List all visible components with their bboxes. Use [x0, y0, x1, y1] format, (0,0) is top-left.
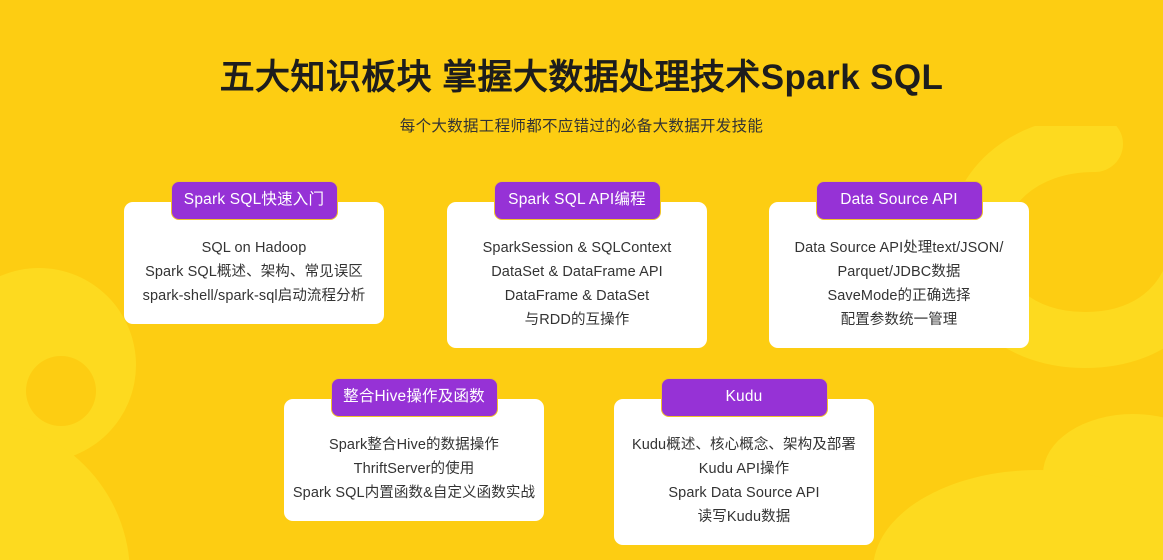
card-line: SaveMode的正确选择: [827, 287, 971, 304]
card-badge-label: Spark SQL API编程: [493, 181, 661, 220]
knowledge-card-kudu[interactable]: Kudu Kudu概述、核心概念、架构及部署 Kudu API操作 Spark …: [614, 378, 874, 545]
card-line: Kudu API操作: [698, 460, 790, 477]
card-body: SparkSession & SQLContext DataSet & Data…: [447, 201, 707, 348]
card-line: DataFrame & DataSet: [504, 287, 650, 304]
card-line: Spark SQL概述、架构、常见误区: [145, 263, 363, 280]
card-line: Parquet/JDBC数据: [837, 263, 961, 280]
page-title: 五大知识板块 掌握大数据处理技术Spark SQL: [219, 58, 944, 97]
card-body: Kudu概述、核心概念、架构及部署 Kudu API操作 Spark Data …: [614, 398, 874, 545]
card-line: 读写Kudu数据: [697, 508, 791, 525]
card-badge-label: Kudu: [660, 378, 828, 417]
card-body: SQL on Hadoop Spark SQL概述、架构、常见误区 spark-…: [124, 201, 384, 324]
card-line: Data Source API处理text/JSON/: [794, 239, 1004, 256]
card-line: Spark Data Source API: [668, 484, 820, 501]
card-line: Spark整合Hive的数据操作: [329, 436, 499, 453]
card-line: ThriftServer的使用: [353, 460, 475, 477]
card-line: Kudu概述、核心概念、架构及部署: [631, 436, 857, 453]
card-body: Data Source API处理text/JSON/ Parquet/JDBC…: [769, 201, 1029, 348]
knowledge-card-spark-sql-api[interactable]: Spark SQL API编程 SparkSession & SQLContex…: [447, 181, 707, 348]
card-line: SparkSession & SQLContext: [482, 239, 672, 256]
card-line: SQL on Hadoop: [201, 239, 307, 256]
banner-header: 五大知识板块 掌握大数据处理技术Spark SQL 每个大数据工程师都不应错过的…: [0, 0, 1163, 136]
card-badge-label: Spark SQL快速入门: [170, 181, 338, 220]
card-line: Spark SQL内置函数&自定义函数实战: [292, 484, 536, 501]
page-subtitle: 每个大数据工程师都不应错过的必备大数据开发技能: [399, 117, 764, 135]
knowledge-card-hive-integration[interactable]: 整合Hive操作及函数 Spark整合Hive的数据操作 ThriftServe…: [284, 378, 544, 521]
card-line: 与RDD的互操作: [524, 311, 630, 328]
card-line: 配置参数统一管理: [840, 311, 958, 328]
card-line: DataSet & DataFrame API: [491, 263, 663, 280]
card-body: Spark整合Hive的数据操作 ThriftServer的使用 Spark S…: [284, 398, 544, 521]
knowledge-card-spark-sql-quickstart[interactable]: Spark SQL快速入门 SQL on Hadoop Spark SQL概述、…: [124, 181, 384, 324]
card-badge-label: 整合Hive操作及函数: [330, 378, 498, 417]
knowledge-card-data-source-api[interactable]: Data Source API Data Source API处理text/JS…: [769, 181, 1029, 348]
card-badge-label: Data Source API: [815, 181, 983, 220]
card-line: spark-shell/spark-sql启动流程分析: [142, 287, 366, 304]
